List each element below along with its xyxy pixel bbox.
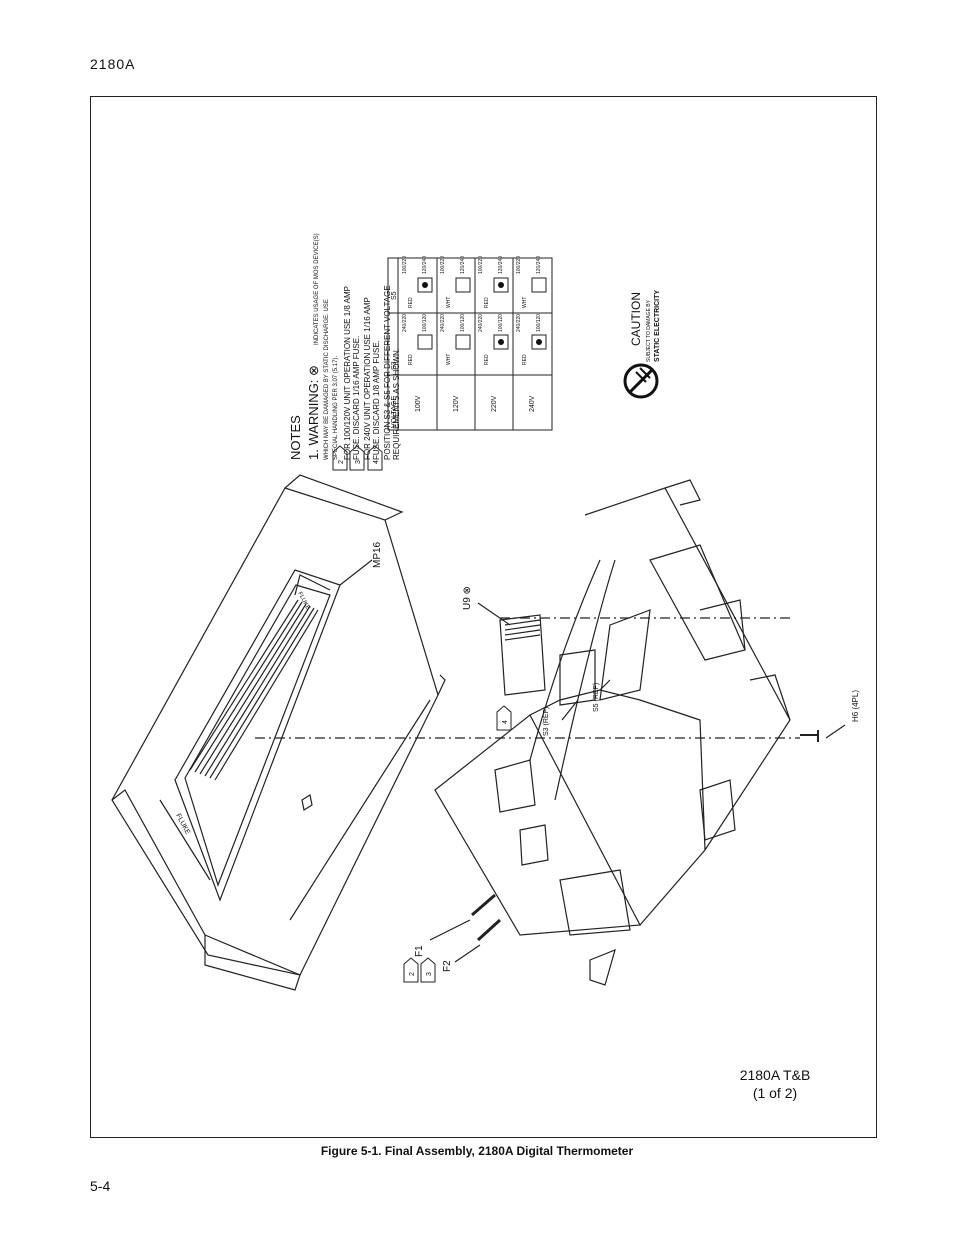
callout-s3: S3 (REF) [543,707,550,736]
static-caution-icon [623,363,659,399]
table-header-s5: S5 [391,291,398,300]
callout-u9: U9 ⊗ [462,586,473,610]
note-2b: FUSE. DISCARD 1/16 AMP FUSE. [352,336,361,460]
table-cell-s3-upper: 240/220 [516,314,522,332]
top-cover [111,474,446,991]
flag-label: 4 [373,460,380,464]
table-cell-s3-lower: 100/120 [460,314,466,332]
flag-label: 3 [426,972,433,976]
table-row-voltage: 100V [415,395,422,412]
note-3: FOR 240V UNIT OPERATION USE 1/16 AMP [363,297,372,460]
table-cell-s3-lower: 100/120 [498,314,504,332]
warning-line-3: SPECIAL HANDLING PER 3.07 (5.17). [333,356,339,460]
table-cell-s3-upper: 240/220 [402,314,408,332]
callout-f1: F1 [414,945,425,957]
callout-h6: H6 (4PL) [851,690,860,722]
flag-label: 4 [502,720,509,724]
table-row-voltage: 120V [453,395,460,412]
table-cell-s3-upper: 240/220 [478,314,484,332]
flag-label: 3 [355,460,362,464]
table-cell-s5-lower: 120/240 [498,256,504,274]
table-row-voltage: 220V [491,395,498,412]
title-block-line-1: 2180A T&B [739,1067,811,1083]
table-cell-s5-wire: RED [484,297,490,308]
table-row-voltage: 240V [529,395,536,412]
figure-frame [90,96,877,1138]
table-cell-s3-wire: RED [522,354,528,365]
figure-caption: Figure 5-1. Final Assembly, 2180A Digita… [320,1144,634,1158]
caution-line-1: SUBJECT TO DAMAGE BY [646,299,652,362]
table-cell-s5-wire: WHT [522,297,528,308]
callout-f2: F2 [442,960,453,972]
table-header-voltage: VOLTAGE [391,396,398,428]
note-2: FOR 100/120V UNIT OPERATION USE 1/8 AMP [343,286,352,460]
bottom-chassis [434,479,791,986]
table-cell-s5-upper: 100/220 [402,256,408,274]
notes-title: NOTES [288,415,303,460]
warning-line-2: WHICH MAY BE DAMAGED BY STATIC DISCHARGE… [324,299,330,460]
table-cell-s3-wire: RED [484,354,490,365]
table-cell-s3-lower: 100/120 [422,314,428,332]
table-cell-s3-wire: WHT [446,354,452,365]
table-cell-s5-upper: 100/220 [516,256,522,274]
note-flags [332,445,512,983]
table-cell-s3-lower: 100/120 [536,314,542,332]
table-header-s3: S3 [391,361,398,370]
note-3b: FUSE. DISCARD 1/8 AMP FUSE. [372,340,381,460]
title-block: 2180A T&B (1 of 2) [720,1066,830,1102]
callout-mp16: MP16 [372,541,383,568]
document-id: 2180A [90,56,136,72]
warning-title: 1. WARNING: ⊗ [306,365,321,460]
table-cell-s5-lower: 120/240 [460,256,466,274]
flag-label: 2 [409,972,416,976]
caution-line-2: STATIC ELECTRICITY [654,290,661,362]
voltage-table [387,257,553,431]
table-cell-s5-wire: WHT [446,297,452,308]
page-number: 5-4 [90,1178,111,1194]
warning-line-1: INDICATES USAGE OF MOS DEVICE(S) [314,233,320,345]
note-4b: REQUIREMENTS AS SHOWN. [392,348,401,460]
table-cell-s3-wire: RED [408,354,414,365]
table-cell-s3-upper: 240/220 [440,314,446,332]
title-block-line-2: (1 of 2) [752,1085,798,1101]
callout-s5: S5 (REF) [593,683,600,712]
table-cell-s5-upper: 100/220 [478,256,484,274]
flag-label: 2 [338,460,345,464]
caution-title: CAUTION [629,292,643,346]
table-cell-s5-lower: 120/240 [536,256,542,274]
table-cell-s5-wire: RED [408,297,414,308]
table-cell-s5-lower: 120/240 [422,256,428,274]
table-cell-s5-upper: 100/220 [440,256,446,274]
